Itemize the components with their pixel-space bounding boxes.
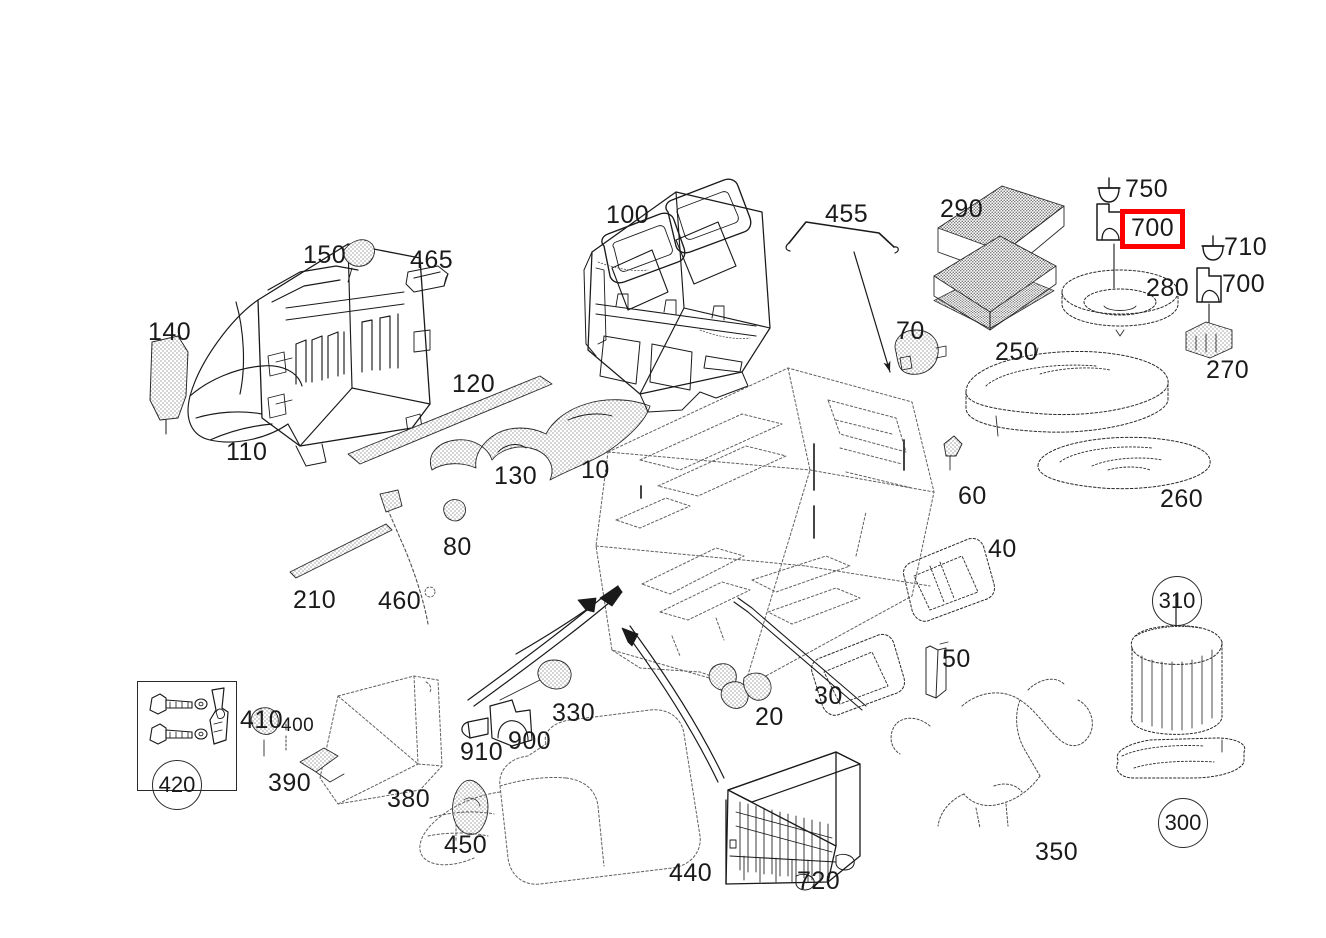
callout-450: 450	[444, 831, 488, 859]
callout-900: 900	[508, 727, 552, 755]
part-250	[965, 347, 1169, 437]
part-110-housing	[187, 239, 431, 467]
callout-700: 700	[1222, 270, 1266, 298]
callout-410: 410	[240, 706, 284, 734]
callout-250: 250	[995, 338, 1039, 366]
part-60	[943, 435, 963, 471]
part-80	[443, 499, 466, 522]
part-210	[289, 523, 393, 579]
part-910	[461, 717, 489, 739]
callout-350: 350	[1035, 838, 1079, 866]
callout-140: 140	[148, 318, 192, 346]
icon-700-a	[1096, 203, 1122, 241]
callout-130: 130	[494, 462, 538, 490]
callout-455: 455	[825, 200, 869, 228]
callout-330: 330	[552, 699, 596, 727]
callout-750: 750	[1125, 175, 1169, 203]
callout-60: 60	[958, 482, 987, 510]
part-40	[903, 537, 995, 622]
part-270	[1185, 321, 1233, 359]
callout-300: 300	[1158, 798, 1208, 848]
part-50	[925, 641, 949, 699]
callout-910: 910	[460, 738, 504, 766]
callout-20: 20	[755, 703, 784, 731]
part-100	[583, 178, 771, 413]
part-390-400-410	[250, 707, 345, 783]
part-460	[379, 489, 436, 625]
part-330	[499, 659, 572, 701]
part-290	[933, 185, 1065, 331]
callout-400: 400	[281, 715, 315, 736]
part-140	[149, 335, 189, 435]
callout-465: 465	[410, 246, 454, 274]
part-900	[489, 699, 533, 747]
callout-120: 120	[452, 370, 496, 398]
callout-700-highlighted[interactable]: 700	[1120, 209, 1186, 250]
callout-110: 110	[226, 438, 268, 466]
icon-750	[1097, 177, 1121, 203]
callout-290: 290	[940, 195, 984, 223]
callout-390: 390	[268, 769, 312, 797]
part-10-main-housing	[595, 367, 935, 689]
part-380	[319, 675, 443, 805]
callout-260: 260	[1160, 485, 1204, 513]
callout-40: 40	[988, 535, 1017, 563]
part-420-detail	[149, 687, 229, 745]
callout-420: 420	[152, 760, 202, 810]
leader-arrow-455	[853, 251, 891, 373]
callout-100: 100	[606, 201, 650, 229]
callout-440: 440	[669, 859, 713, 887]
callout-270: 270	[1206, 356, 1250, 384]
part-280	[1061, 269, 1179, 337]
callout-710: 710	[1224, 233, 1268, 261]
callout-70: 70	[896, 317, 925, 345]
cables-to-part10	[467, 585, 867, 783]
part-20	[708, 663, 772, 709]
part-450	[452, 779, 489, 835]
part-130	[430, 399, 651, 481]
part-120	[347, 375, 553, 465]
icon-710	[1201, 235, 1225, 261]
callout-150: 150	[303, 241, 347, 269]
callout-210: 210	[293, 586, 337, 614]
part-260	[1037, 436, 1211, 490]
callout-30: 30	[814, 682, 843, 710]
callout-10: 10	[581, 456, 610, 484]
part-465	[405, 265, 449, 293]
part-440	[419, 709, 701, 885]
part-350	[890, 678, 1093, 829]
part-300	[1116, 737, 1246, 779]
callout-310: 310	[1152, 576, 1202, 626]
callout-80: 80	[443, 533, 472, 561]
icon-700-b	[1196, 267, 1222, 303]
callout-460: 460	[378, 587, 422, 615]
part-30	[811, 633, 905, 716]
part-720	[725, 751, 861, 891]
callout-50: 50	[942, 645, 971, 673]
part-70	[894, 329, 947, 375]
part-455	[785, 221, 899, 254]
callout-280: 280	[1146, 274, 1190, 302]
callout-380: 380	[387, 785, 431, 813]
callout-720: 720	[797, 867, 841, 895]
